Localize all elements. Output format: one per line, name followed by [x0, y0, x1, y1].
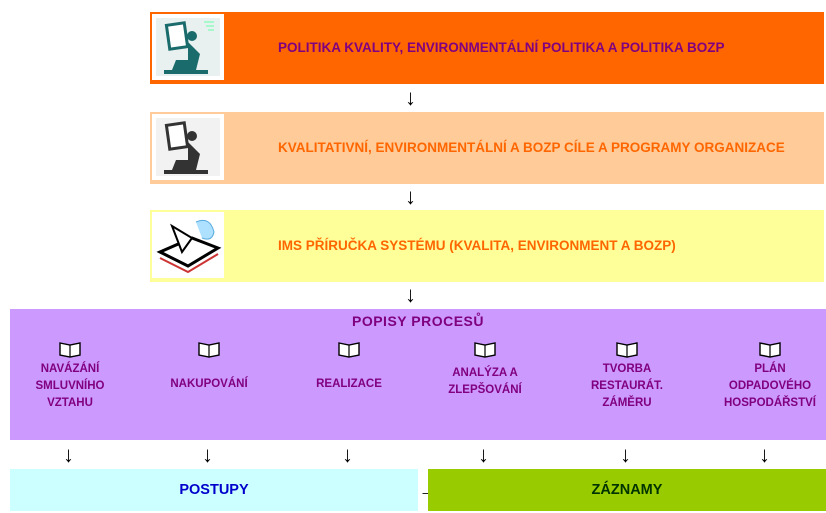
arrow-down-1: ↓ [405, 85, 416, 110]
book-icon [616, 342, 638, 358]
process-item-odpady: PLÁN ODPADOVÉHO HOSPODÁŘSTVÍ [714, 339, 826, 412]
zaznamy-box: ZÁZNAMY [428, 469, 826, 511]
book-icon [759, 342, 781, 358]
process-label: NAKUPOVÁNÍ [170, 378, 248, 390]
book-icon [338, 342, 360, 358]
postupy-label: POSTUPY [179, 482, 249, 498]
process-item-realizace: REALIZACE [294, 339, 404, 393]
book-icon [198, 342, 220, 358]
arrow-down-2: ↓ [405, 184, 416, 209]
process-panel-title: POPISY PROCESŮ [351, 313, 484, 329]
process-item-analyza: ANALÝZA A ZLEPŠOVÁNÍ [430, 339, 540, 399]
process-label: PLÁN ODPADOVÉHO HOSPODÁŘSTVÍ [723, 363, 816, 409]
process-label: NAVÁZÁNÍ SMLUVNÍHO VZTAHU [35, 363, 105, 409]
book-icon [59, 342, 81, 358]
process-label: REALIZACE [316, 378, 382, 390]
postupy-box: POSTUPY [10, 469, 418, 511]
doc-box-goals: KVALITATIVNÍ, ENVIRONMENTÁLNÍ A BOZP CÍL… [150, 112, 824, 184]
process-label: TVORBA RESTAURÁT. ZÁMĚRU [591, 363, 663, 409]
person-at-computer-icon [152, 14, 224, 80]
doc-box-policy: POLITIKA KVALITY, ENVIRONMENTÁLNÍ POLITI… [150, 12, 824, 84]
arrow-down-3: ↓ [405, 282, 416, 307]
process-item-nakupovani: NAKUPOVÁNÍ [154, 339, 264, 393]
open-book-icon [152, 212, 224, 278]
doc-text-policy: POLITIKA KVALITY, ENVIRONMENTÁLNÍ POLITI… [278, 40, 725, 55]
zaznamy-label: ZÁZNAMY [591, 482, 663, 498]
arrow-down-proc-2: ↓ [202, 442, 213, 467]
process-item-tvorba: TVORBA RESTAURÁT. ZÁMĚRU [572, 339, 682, 412]
doc-text-manual: IMS PŘÍRUČKA SYSTÉMU (KVALITA, ENVIRONME… [278, 238, 676, 253]
process-label: ANALÝZA A ZLEPŠOVÁNÍ [448, 367, 522, 396]
doc-box-manual: IMS PŘÍRUČKA SYSTÉMU (KVALITA, ENVIRONME… [150, 210, 824, 282]
person-at-computer-icon [152, 114, 224, 180]
arrow-down-proc-6: ↓ [759, 442, 770, 467]
doc-text-goals: KVALITATIVNÍ, ENVIRONMENTÁLNÍ A BOZP CÍL… [278, 140, 785, 155]
process-panel: POPISY PROCESŮ NAVÁZÁNÍ SMLUVNÍHO VZTAHU… [10, 309, 826, 440]
arrow-down-proc-5: ↓ [620, 442, 631, 467]
arrow-down-proc-4: ↓ [478, 442, 489, 467]
arrow-down-proc-3: ↓ [342, 442, 353, 467]
process-item-smluvni-vztah: NAVÁZÁNÍ SMLUVNÍHO VZTAHU [15, 339, 125, 412]
arrow-down-proc-1: ↓ [63, 442, 74, 467]
book-icon [474, 342, 496, 358]
